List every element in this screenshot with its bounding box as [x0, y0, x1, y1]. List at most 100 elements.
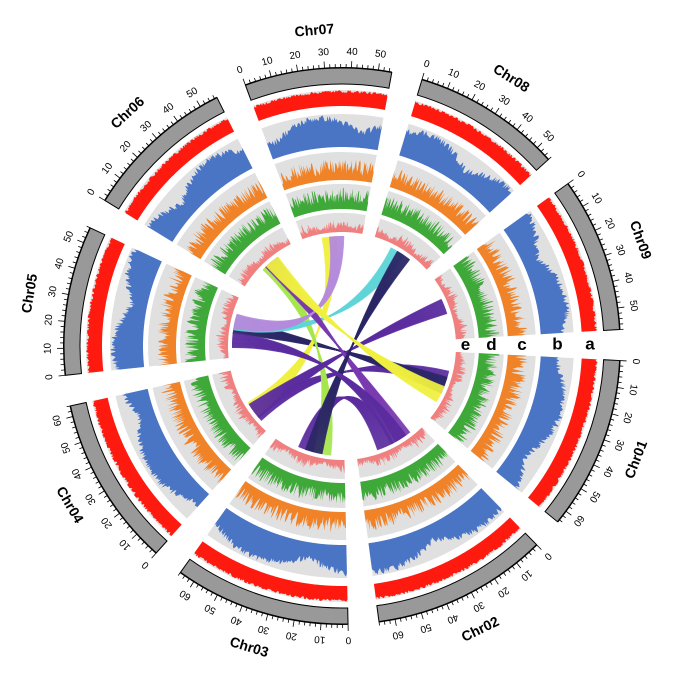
tick-mark [141, 146, 146, 151]
tick-mark [597, 454, 602, 457]
track-e-profile [374, 226, 435, 270]
tick-mark [170, 121, 174, 126]
tick-label: 40 [53, 257, 67, 271]
tick-label: 20 [43, 313, 55, 325]
track-d-profile [190, 375, 251, 462]
track-letter-d: d [486, 335, 496, 354]
tick-mark [617, 306, 625, 309]
tick-mark [609, 269, 614, 272]
tick-mark [103, 495, 108, 498]
tick-mark [507, 568, 511, 573]
tick-mark [282, 617, 285, 622]
data-tracks [85, 89, 598, 602]
tick-label: 40 [346, 47, 358, 58]
tick-mark [420, 612, 424, 620]
tick-label: 50 [627, 300, 639, 313]
tick-mark [250, 609, 253, 614]
tick-mark [595, 459, 600, 462]
tick-mark [149, 139, 154, 143]
tick-mark [67, 410, 72, 413]
tick-mark [577, 492, 582, 496]
ideogram-chr05 [63, 227, 106, 376]
tick-mark [616, 387, 624, 389]
tick-mark [245, 607, 248, 612]
track-a-profile [86, 237, 125, 373]
tick-mark [83, 456, 88, 460]
tick-mark [141, 541, 145, 545]
tick-mark [608, 423, 613, 426]
track-a-profile [93, 397, 182, 537]
track-a-profile [373, 517, 520, 600]
tick-mark [85, 466, 92, 471]
tick-mark [67, 282, 72, 285]
ideogram-chr02 [376, 532, 538, 623]
tick-mark [303, 621, 306, 626]
tick-mark [480, 101, 484, 106]
tick-mark [399, 617, 402, 622]
track-c-profile [364, 464, 471, 531]
tick-mark [162, 128, 166, 132]
tick-mark [498, 575, 502, 579]
tick-label: 20 [620, 411, 633, 425]
tick-mark [532, 548, 536, 552]
tick-mark [471, 93, 476, 101]
tick-mark [442, 82, 445, 87]
tick-mark [132, 152, 138, 158]
tick-mark [63, 298, 68, 301]
tick-mark [264, 74, 267, 79]
tick-mark [499, 113, 503, 118]
tick-label: 30 [471, 599, 486, 614]
tick-label: 0 [85, 187, 98, 198]
tick-mark [587, 213, 592, 217]
tick-label: 60 [570, 513, 586, 529]
track-d-profile [184, 280, 218, 363]
tick-mark [613, 402, 619, 405]
tick-mark [596, 233, 601, 236]
tick-mark [446, 603, 450, 611]
tick-label: 20 [118, 139, 134, 155]
track-a-profile [194, 541, 348, 602]
tick-mark [123, 166, 128, 171]
tick-mark [383, 620, 386, 625]
tick-mark [605, 434, 610, 437]
tick-mark [383, 67, 385, 72]
track-letter-a: a [585, 335, 595, 354]
tick-mark [92, 476, 97, 479]
tick-label: 40 [70, 466, 85, 481]
chromosome-label: Chr03 [228, 633, 271, 660]
tick-label: 0 [44, 373, 56, 380]
tick-mark [242, 78, 246, 86]
synteny-link [276, 256, 438, 403]
tick-mark [599, 449, 604, 452]
tick-mark [119, 517, 124, 521]
tick-mark [131, 533, 138, 539]
tick-mark [612, 279, 620, 282]
tick-mark [405, 616, 407, 621]
tick-label: 40 [229, 613, 244, 627]
tick-mark [287, 618, 290, 623]
tick-label: 10 [100, 161, 116, 177]
track-d-profile [360, 443, 449, 502]
tick-mark [580, 488, 587, 493]
tick-label: 20 [472, 79, 487, 94]
tick-mark [588, 474, 593, 477]
chromosome-label: Chr08 [491, 60, 533, 95]
tick-mark [69, 272, 74, 274]
tick-mark [84, 230, 89, 234]
tick-mark [68, 265, 76, 269]
tick-mark [230, 601, 233, 606]
track-d-profile [208, 205, 281, 275]
tick-mark [611, 413, 619, 417]
tick-label: 10 [43, 342, 54, 354]
synteny-link [304, 258, 411, 451]
tick-mark [86, 225, 91, 229]
tick-mark [220, 596, 223, 601]
tick-mark [196, 583, 199, 588]
tick-label: 10 [626, 383, 639, 396]
tick-label: 60 [391, 628, 404, 641]
tick-mark [494, 578, 499, 585]
tick-label: 30 [138, 119, 154, 135]
tick-mark [574, 497, 579, 501]
tick-mark [426, 77, 429, 82]
tick-mark [524, 133, 529, 138]
